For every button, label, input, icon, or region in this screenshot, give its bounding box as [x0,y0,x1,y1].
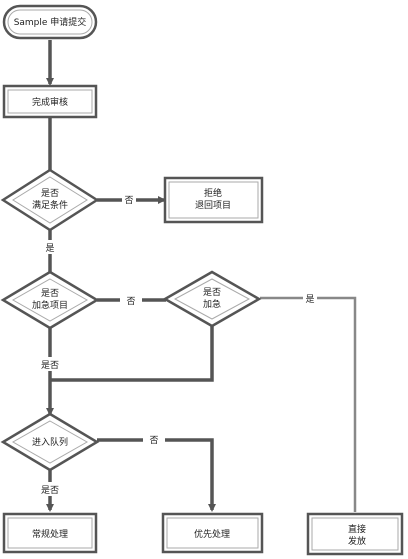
edge-label-d2-no: 否 [126,296,135,307]
node-r1-line2: 退回项目 [195,200,231,211]
node-d1-line1: 是否 [41,188,59,199]
node-end-3: 直接 发放 [306,512,404,556]
edge-label-d3-yes: 是 [305,294,314,305]
node-start: Sample 申请提交 [2,4,98,40]
edge-label-d2-yes: 是否 [41,360,59,371]
edge-label-d4-yes: 是否 [41,485,59,496]
node-r1-line1: 拒绝 [204,187,222,199]
node-reject: 拒绝 退回项目 [163,176,264,224]
edge-labels: 否 是 否 是 是否 否 是否 [38,192,317,496]
node-d1-line2: 满足条件 [32,199,68,211]
node-end-1: 常规处理 [2,512,98,554]
node-d2-line1: 是否 [41,288,59,299]
edge-d3-e3 [260,296,357,512]
node-d3-line2: 加急 [203,298,221,310]
edge-label-d1-yes: 是 [45,243,54,254]
node-start-label: Sample 申请提交 [14,16,87,28]
node-decision-2: 是否 加急项目 [0,270,100,330]
node-e3-line1: 直接 [348,523,366,535]
edge-label-d4-no: 否 [149,435,158,446]
node-e3-line2: 发放 [348,535,366,547]
node-review-label: 完成审核 [32,96,68,108]
edge-d3-merge [50,326,214,382]
node-review: 完成审核 [2,84,98,119]
node-d4-label: 进入队列 [32,436,68,448]
edge-label-d1-no: 否 [124,195,133,206]
edge-d4-e2 [97,438,216,512]
node-e1-label: 常规处理 [32,528,68,540]
node-e2-label: 优先处理 [194,528,230,540]
node-decision-4: 进入队列 [0,412,100,472]
node-end-2: 优先处理 [161,512,264,554]
node-decision-3: 是否 加急 [162,270,262,328]
node-d2-line2: 加急项目 [32,299,68,311]
node-d3-line1: 是否 [203,287,221,298]
node-decision-1: 是否 满足条件 [0,168,100,232]
